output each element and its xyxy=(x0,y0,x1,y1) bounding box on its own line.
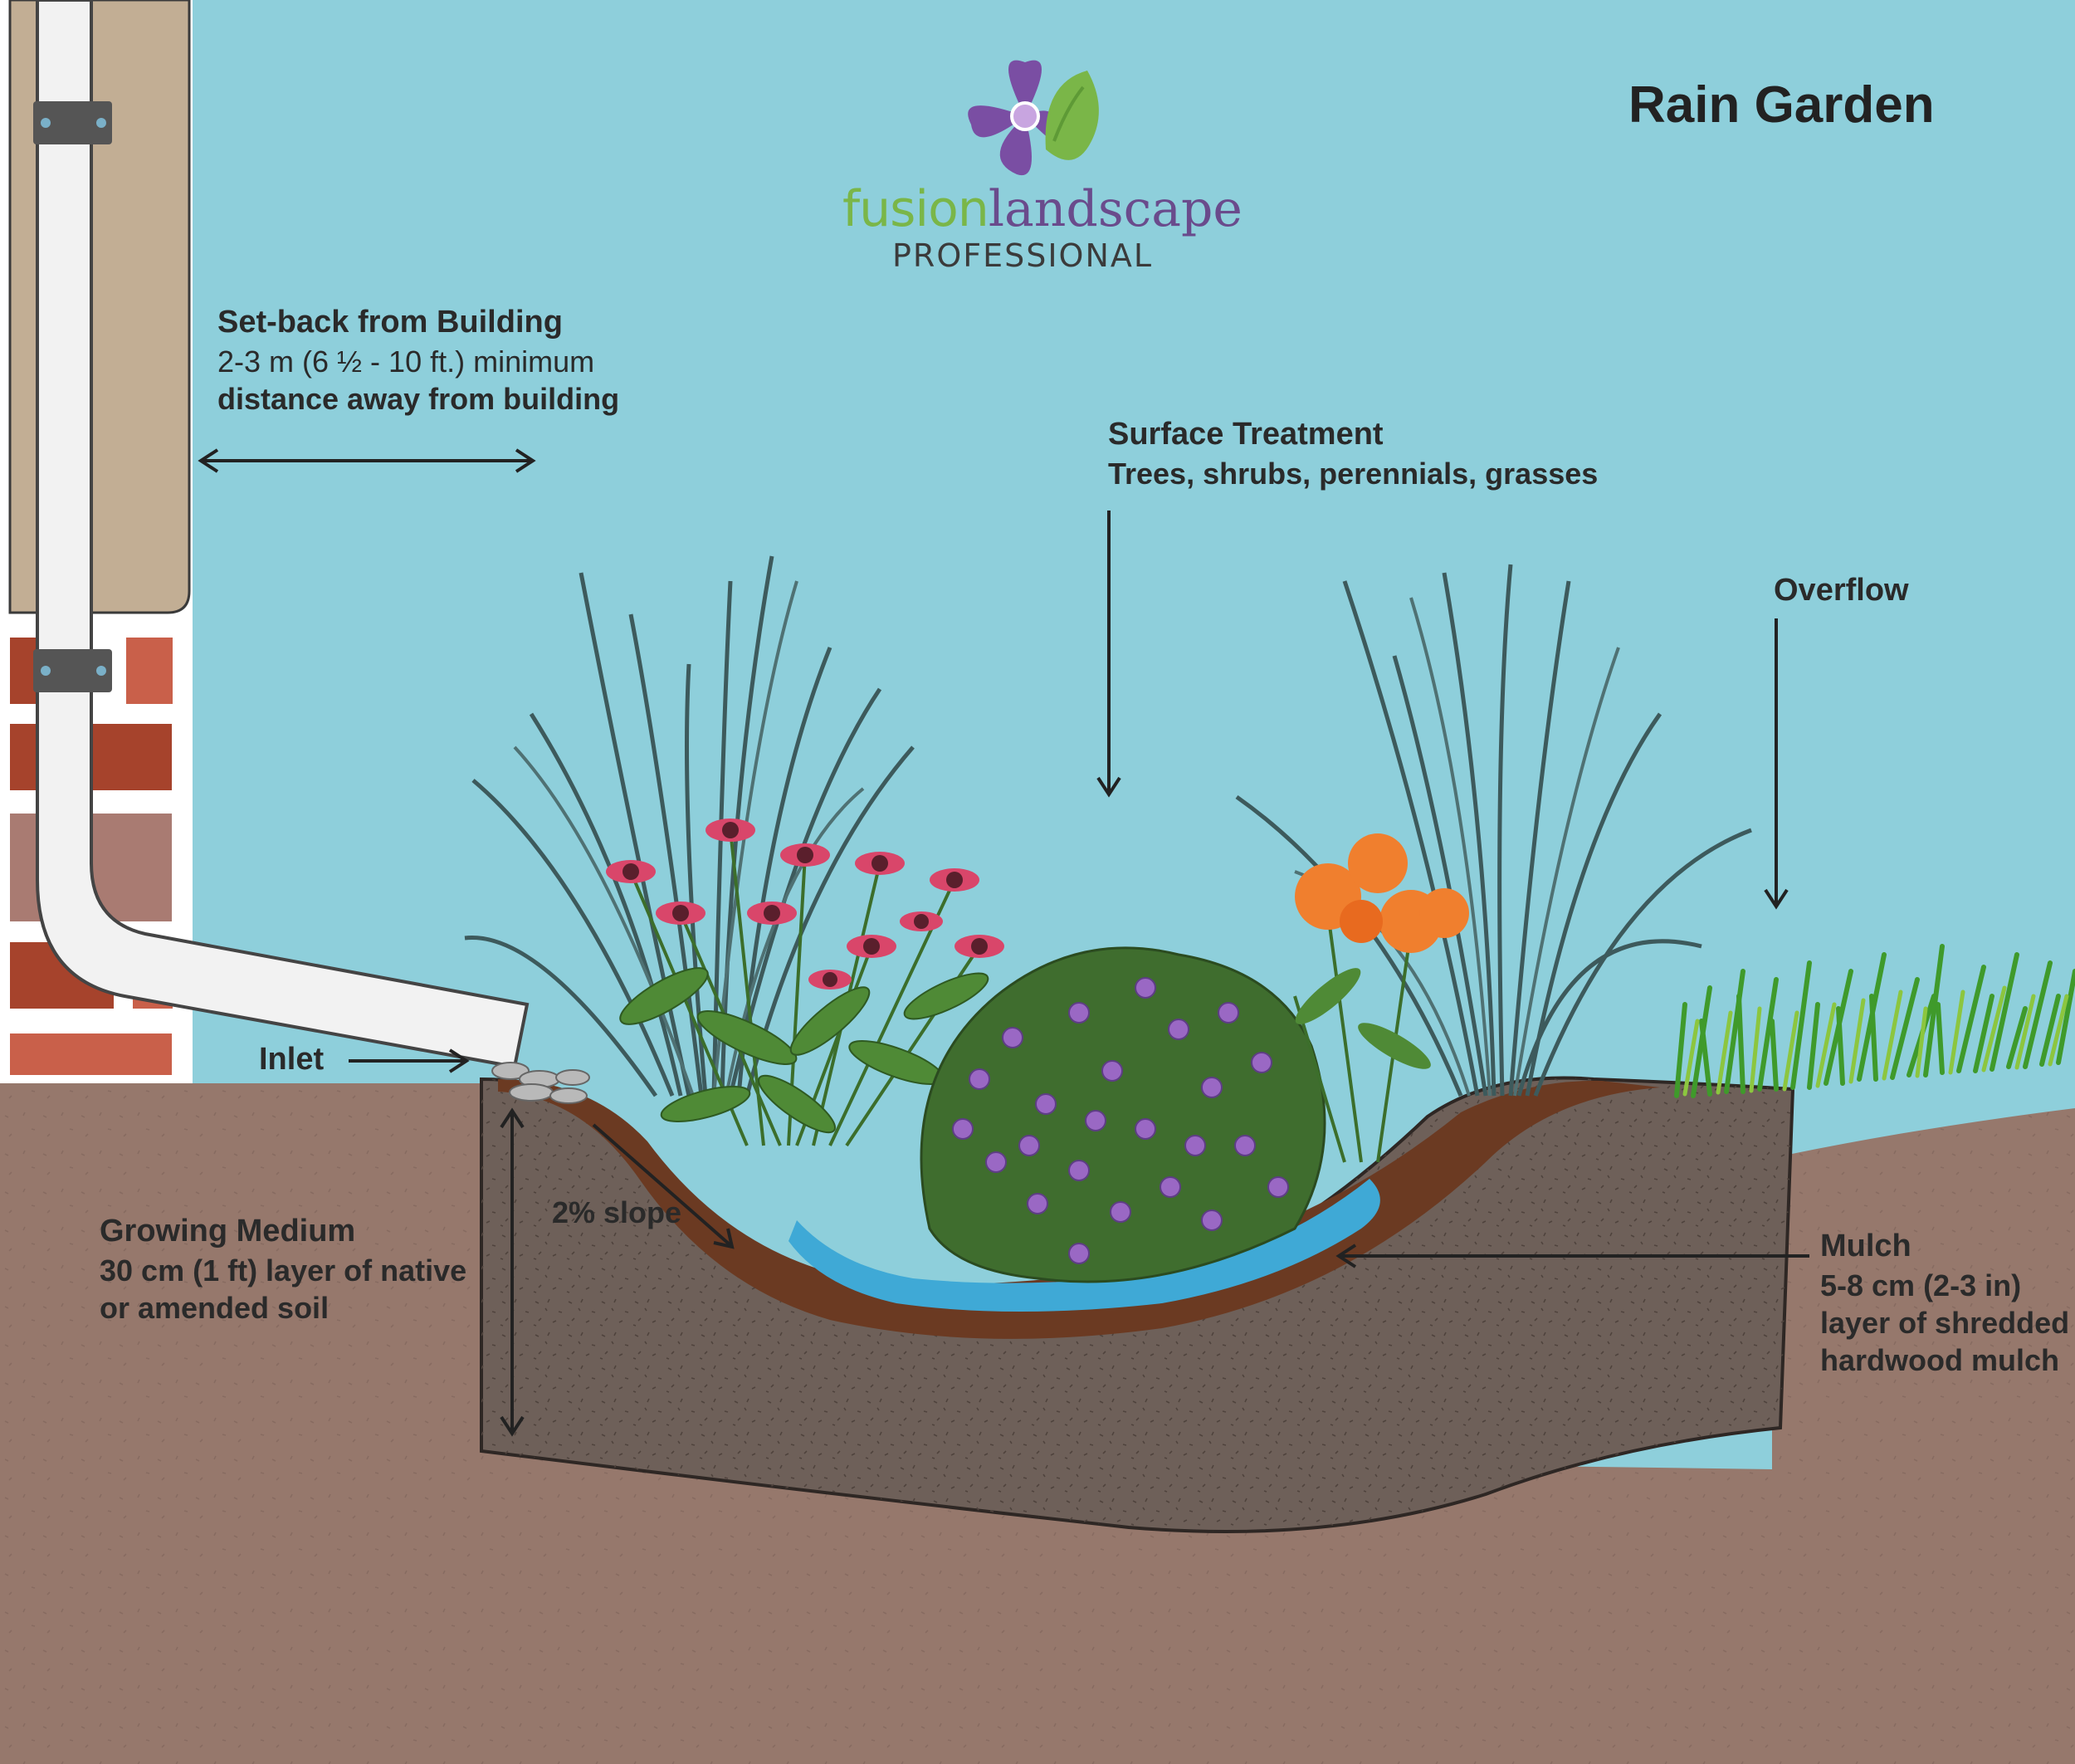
mulch-arrow xyxy=(1335,1244,1809,1268)
logo-flower-icon xyxy=(968,60,1099,176)
inlet-stones xyxy=(491,1062,590,1104)
mulch-line-3: hardwood mulch xyxy=(1820,1342,2059,1377)
aster-flowers xyxy=(952,977,1289,1264)
slope-label: 2% slope xyxy=(552,1195,682,1229)
ornamental-grass-right xyxy=(1235,564,1752,1097)
coneflower-leaves xyxy=(619,967,989,1134)
surface-arrow xyxy=(1096,511,1121,798)
mulch-heading: Mulch xyxy=(1820,1229,1911,1263)
growing-medium-label: Growing Medium 30 cm (1 ft) layer of nat… xyxy=(100,1212,466,1327)
growing-medium-arrow xyxy=(500,1107,525,1437)
surface-treatment-label: Surface Treatment Trees, shrubs, perenni… xyxy=(1108,415,1598,492)
growing-heading: Growing Medium xyxy=(100,1214,356,1248)
setback-line-1: 2-3 m (6 ½ - 10 ft.) minimum xyxy=(217,344,595,379)
butterfly-weed xyxy=(1293,833,1469,1163)
page-title: Rain Garden xyxy=(1628,76,1935,134)
mulch-label: Mulch 5-8 cm (2-3 in) layer of shredded … xyxy=(1820,1227,2069,1379)
inlet-arrow xyxy=(349,1048,470,1073)
mulch-layer xyxy=(498,1079,1660,1339)
surface-heading: Surface Treatment xyxy=(1108,417,1384,452)
surface-line-1: Trees, shrubs, perennials, grasses xyxy=(1108,456,1599,491)
ponded-water xyxy=(788,1179,1380,1312)
setback-line-2: distance away from building xyxy=(217,381,620,416)
inlet-label: Inlet xyxy=(259,1042,325,1077)
setback-arrow xyxy=(198,448,536,473)
mulch-line-1: 5-8 cm (2-3 in) xyxy=(1820,1268,2022,1302)
logo-tagline: PROFESSIONAL xyxy=(892,237,1154,274)
slope-arrow xyxy=(592,1123,735,1249)
coneflowers xyxy=(606,818,1004,990)
logo-word-fusion: fusion xyxy=(842,180,989,238)
downspout-bracket-bottom xyxy=(33,649,112,692)
mulch-line-2: layer of shredded xyxy=(1820,1305,2070,1340)
growing-line-2: or amended soil xyxy=(100,1290,330,1325)
lawn-grass xyxy=(1674,944,2075,1098)
setback-heading: Set-back from Building xyxy=(217,305,563,340)
logo-word-landscape: landscape xyxy=(988,180,1243,238)
overflow-arrow xyxy=(1764,618,1789,910)
downspout-bracket-top xyxy=(33,101,112,144)
logo-wordmark: fusionlandscape xyxy=(842,178,1243,241)
overflow-label: Overflow xyxy=(1774,573,1909,608)
setback-label: Set-back from Building 2-3 m (6 ½ - 10 f… xyxy=(217,303,619,418)
growing-line-1: 30 cm (1 ft) layer of native xyxy=(100,1253,467,1288)
